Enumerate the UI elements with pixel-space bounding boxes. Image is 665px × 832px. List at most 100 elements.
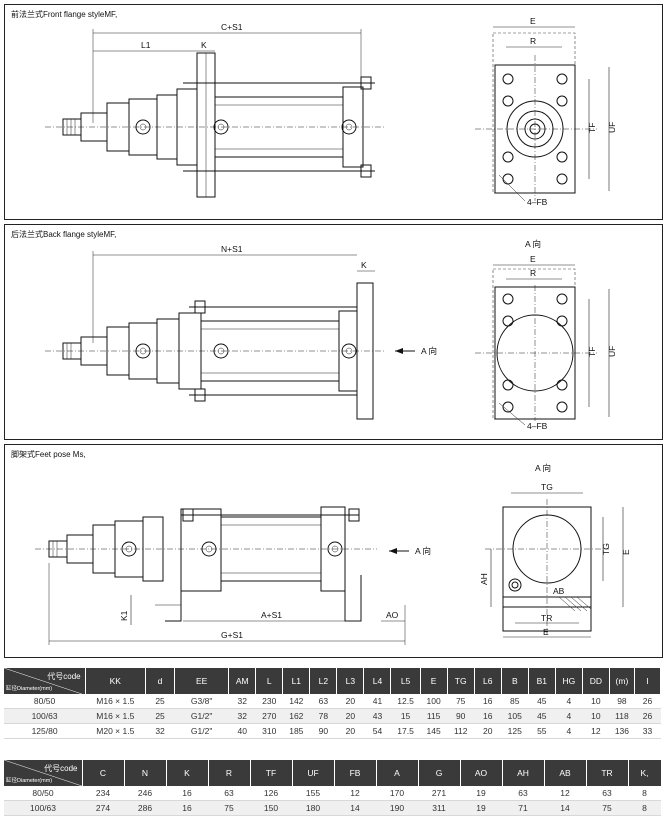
table1-header: AM	[228, 668, 257, 694]
table-cell: 125	[501, 723, 529, 739]
table-cell: 17.5	[390, 723, 421, 739]
table2-header: K,	[628, 760, 662, 786]
dim-tg-side: TG	[601, 543, 611, 555]
table-cell: 8	[628, 786, 661, 801]
table-cell: 16	[166, 800, 208, 816]
table-cell: M16 × 1.5	[85, 694, 146, 709]
table-cell: G3/8"	[174, 694, 229, 709]
table-cell: 63	[502, 786, 544, 801]
table-cell: 12	[544, 786, 586, 801]
back-flange-title: 后法兰式Back flange styleMF,	[11, 230, 117, 239]
feet-drawing: K1 A+S1 G+S1 AO A 向 A 向 TG TG E AH	[35, 463, 631, 645]
row-diameter: 125/80	[4, 723, 86, 739]
table-cell: 230	[255, 694, 283, 709]
table1-header: EE	[174, 668, 230, 694]
table-cell: 10	[582, 708, 610, 724]
table-cell: 270	[255, 708, 283, 724]
table-cell: 12	[582, 723, 610, 739]
table-cell: 19	[460, 800, 502, 816]
table-cell: 12	[334, 786, 376, 801]
table2-corner-code: 代号code	[44, 764, 78, 773]
table-cell: 90	[447, 708, 475, 724]
table-cell: 45	[528, 694, 556, 709]
row-diameter: 100/63	[4, 708, 86, 724]
table1-header: I	[634, 668, 662, 694]
table-cell: 90	[309, 723, 337, 739]
dim-l1: L1	[141, 40, 151, 50]
dim-tr: TR	[541, 613, 552, 623]
table1-corner: 代号code 缸径Diameter(mm)	[4, 668, 86, 694]
dim-uf-back: UF	[607, 346, 617, 357]
table2-corner: 代号code 缸径Diameter(mm)	[4, 760, 83, 786]
table-cell: 85	[501, 694, 529, 709]
table1-header: B	[501, 668, 529, 694]
table2-header: TF	[250, 760, 293, 786]
dim-ah: AH	[479, 573, 489, 585]
table1-header: L2	[309, 668, 338, 694]
dim-fb: 4–FB	[527, 197, 548, 207]
table-cell: 19	[460, 786, 502, 801]
back-flange-panel: 后法兰式Back flange styleMF, N+S1 K A 向	[4, 224, 663, 440]
table-cell: 185	[282, 723, 310, 739]
table-cell: 78	[309, 708, 337, 724]
dim-tf: TF	[587, 123, 597, 133]
table1-header: DD	[582, 668, 610, 694]
table-cell: 32	[228, 694, 256, 709]
table-cell: 54	[363, 723, 391, 739]
table-cell: 310	[255, 723, 283, 739]
table1-header: HG	[555, 668, 583, 694]
dim-e-back: E	[530, 254, 536, 264]
table1-corner-code: 代号code	[47, 672, 81, 681]
table1-header: L	[255, 668, 284, 694]
table-cell: 105	[501, 708, 529, 724]
table-cell: 20	[336, 723, 364, 739]
table-cell: 33	[634, 723, 661, 739]
table-cell: 180	[292, 800, 334, 816]
dim-fb-back: 4–FB	[527, 421, 548, 431]
front-flange-panel: 前法兰式Front flange styleMF, C+S1 L1 K	[4, 4, 663, 220]
dim-k: K	[201, 40, 207, 50]
table2-header: A	[376, 760, 419, 786]
table-cell: 100	[420, 694, 448, 709]
table-cell: 4	[555, 723, 583, 739]
table2-header: AB	[544, 760, 587, 786]
table-cell: 45	[528, 708, 556, 724]
dim-ao: AO	[386, 610, 399, 620]
table-cell: 41	[363, 694, 391, 709]
table-cell: 14	[334, 800, 376, 816]
dim-k1: K1	[119, 610, 129, 621]
table1-header: KK	[85, 668, 146, 694]
table-cell: 246	[124, 786, 166, 801]
table-cell: 115	[420, 708, 448, 724]
table-cell: 43	[363, 708, 391, 724]
table-cell: 12.5	[390, 694, 421, 709]
table-cell: 63	[208, 786, 250, 801]
view-a-feet: A 向	[535, 463, 551, 473]
table-cell: 63	[309, 694, 337, 709]
table2-header: C	[82, 760, 125, 786]
table-cell: 271	[418, 786, 460, 801]
dim-e: E	[530, 16, 536, 26]
table-cell: G1/2"	[174, 723, 229, 739]
table-cell: 274	[82, 800, 124, 816]
table1-header: (m)	[609, 668, 635, 694]
row-diameter: 80/50	[4, 786, 82, 801]
table-cell: 126	[250, 786, 292, 801]
back-flange-drawing: N+S1 K A 向 A 向 E R	[45, 239, 617, 431]
table-cell: 311	[418, 800, 460, 816]
table1-header: TG	[447, 668, 475, 694]
table-cell: 20	[474, 723, 502, 739]
table-cell: 25	[145, 694, 175, 709]
row-diameter: 80/50	[4, 694, 86, 709]
table-cell: 16	[474, 708, 502, 724]
dim-e-bottom: E	[543, 627, 549, 637]
row-diameter: 100/63	[4, 800, 82, 816]
table-cell: 25	[145, 708, 175, 724]
table1-header: B1	[528, 668, 556, 694]
